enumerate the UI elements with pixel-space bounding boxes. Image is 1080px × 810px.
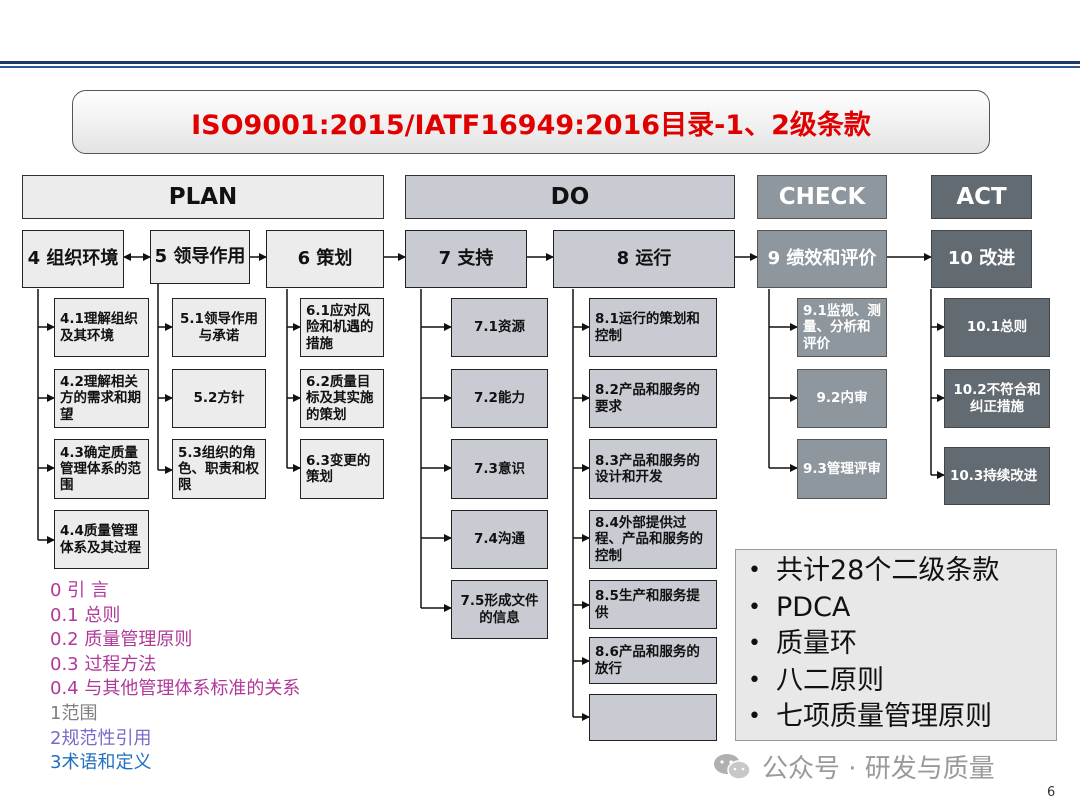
watermark-text: 公众号 · 研发与质量: [762, 754, 995, 784]
intro-item: 2规范性引用: [50, 727, 152, 749]
clause-9-2: 9.2内审: [797, 369, 887, 428]
intro-item: 0 引 言: [50, 580, 109, 601]
clause-8: 8 运行: [553, 230, 735, 288]
clause-4-4: 4.4质量管理体系及其过程: [54, 510, 149, 569]
top-rule-thin: [0, 66, 1080, 68]
clause-4-2: 4.2理解相关方的需求和期望: [54, 369, 149, 428]
intro-item: 0.4 与其他管理体系标准的关系: [50, 678, 301, 700]
clause-7: 7 支持: [405, 230, 527, 288]
phase-plan: PLAN: [22, 175, 384, 219]
page-title: ISO9001:2015/IATF16949:2016目录-1、2级条款: [191, 109, 871, 141]
title-banner: ISO9001:2015/IATF16949:2016目录-1、2级条款: [72, 90, 990, 154]
clause-9: 9 绩效和评价: [757, 230, 887, 288]
clause-10-1: 10.1总则: [944, 298, 1050, 357]
clause-8-3: 8.3产品和服务的设计和开发: [589, 439, 717, 499]
phase-check: CHECK: [757, 175, 887, 219]
summary-item: •PDCA: [748, 591, 851, 623]
clause-5-3: 5.3组织的角色、职责和权限: [172, 439, 266, 499]
intro-item: 1范围: [50, 702, 98, 724]
clause-5-2: 5.2方针: [172, 369, 266, 428]
clause-8-1: 8.1运行的策划和控制: [589, 298, 717, 357]
summary-item: •七项质量管理原则: [748, 701, 992, 732]
clause-5-1: 5.1领导作用与承诺: [172, 298, 266, 357]
clause-10: 10 改进: [931, 230, 1032, 288]
intro-list: 0 引 言 0.1 总则 0.2 质量管理原则 0.3 过程方法 0.4 与其他…: [50, 579, 300, 776]
intro-item: 3术语和定义: [50, 752, 152, 774]
clause-8-2: 8.2产品和服务的要求: [589, 369, 717, 428]
clause-6: 6 策划: [266, 230, 384, 288]
clause-10-3: 10.3持续改进: [944, 447, 1050, 505]
clause-8-7: [589, 694, 717, 741]
phase-do: DO: [405, 175, 735, 219]
clause-4-1: 4.1理解组织及其环境: [54, 298, 149, 357]
watermark: 公众号 · 研发与质量: [712, 748, 995, 785]
clause-9-1: 9.1监视、测量、分析和评价: [797, 298, 887, 357]
clause-6-1: 6.1应对风险和机遇的措施: [300, 298, 384, 357]
clause-8-6: 8.6产品和服务的放行: [589, 637, 717, 684]
wechat-icon: [712, 752, 752, 782]
summary-item: •共计28个二级条款: [748, 555, 1000, 586]
clause-7-5: 7.5形成文件的信息: [451, 580, 548, 639]
clause-9-3: 9.3管理评审: [797, 439, 887, 499]
clause-7-3: 7.3意识: [451, 439, 548, 499]
clause-7-2: 7.2能力: [451, 369, 548, 428]
clause-4-3: 4.3确定质量管理体系的范围: [54, 439, 149, 499]
intro-item: 0.1 总则: [50, 604, 121, 626]
clause-10-2: 10.2不符合和纠正措施: [944, 369, 1050, 428]
top-rule: [0, 61, 1080, 64]
clause-7-4: 7.4沟通: [451, 510, 548, 569]
clause-6-3: 6.3变更的策划: [300, 439, 384, 499]
clause-6-2: 6.2质量目标及其实施的策划: [300, 369, 384, 428]
phase-act: ACT: [931, 175, 1032, 219]
clause-8-4: 8.4外部提供过程、产品和服务的控制: [589, 510, 717, 569]
clause-7-1: 7.1资源: [451, 298, 548, 357]
summary-item: •质量环: [748, 628, 857, 659]
clause-8-5: 8.5生产和服务提供: [589, 580, 717, 629]
summary-box: •共计28个二级条款 •PDCA •质量环 •八二原则 •七项质量管理原则: [735, 549, 1057, 741]
clause-4: 4 组织环境: [22, 230, 124, 288]
summary-item: •八二原则: [748, 664, 884, 696]
intro-item: 0.2 质量管理原则: [50, 629, 193, 651]
intro-item: 0.3 过程方法: [50, 653, 157, 675]
clause-5: 5 领导作用: [150, 230, 250, 284]
page-number: 6: [1047, 785, 1056, 800]
